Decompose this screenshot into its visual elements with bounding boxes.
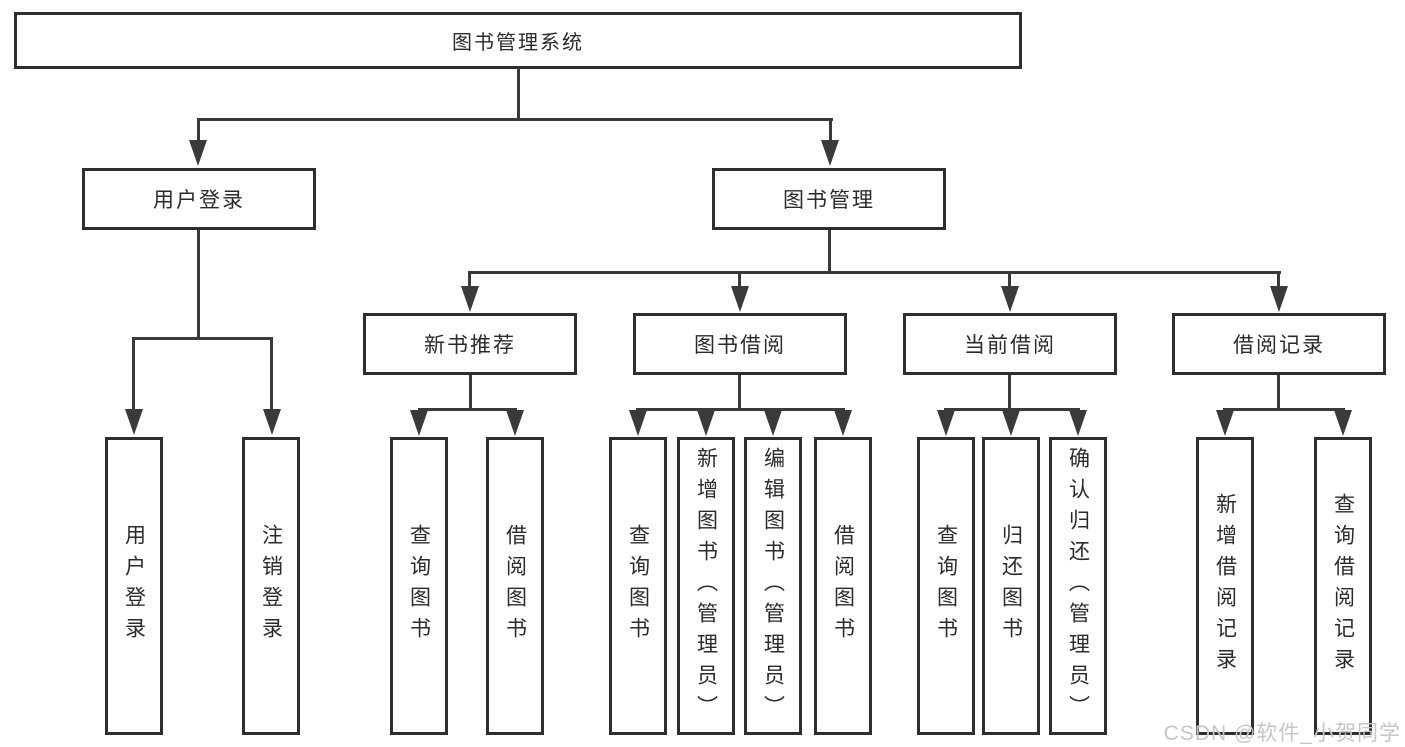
- arrow-down-icon: [410, 410, 428, 436]
- node-label: 确认归还（管理员）: [1066, 446, 1090, 726]
- connector-line: [469, 375, 472, 411]
- connector-line: [944, 408, 1080, 411]
- node-label: 新增借阅记录: [1213, 493, 1237, 679]
- node-leaf-add-books-admin: 新增图书（管理员）: [677, 437, 735, 735]
- node-label: 新增图书（管理员）: [694, 446, 718, 726]
- arrow-down-icon: [1002, 410, 1020, 436]
- node-leaf-query-books-2: 查询图书: [609, 437, 667, 735]
- node-borrowing-records: 借阅记录: [1172, 313, 1386, 375]
- node-leaf-edit-books-admin: 编辑图书（管理员）: [744, 437, 802, 735]
- node-label: 查询图书: [934, 524, 958, 648]
- arrow-down-icon: [125, 409, 143, 435]
- node-label: 归还图书: [999, 524, 1023, 648]
- node-label: 用户登录: [153, 189, 245, 212]
- connector-line: [1008, 273, 1011, 287]
- node-label: 借阅图书: [831, 524, 855, 648]
- node-label: 图书管理: [783, 189, 875, 212]
- node-label: 当前借阅: [964, 334, 1056, 357]
- node-leaf-borrow-books-2: 借阅图书: [814, 437, 872, 735]
- node-leaf-borrow-books-1: 借阅图书: [486, 437, 544, 735]
- watermark: CSDN @软件_小贺同学: [1163, 722, 1401, 745]
- arrow-down-icon: [1270, 286, 1288, 312]
- arrow-down-icon: [189, 140, 207, 166]
- node-leaf-user-login: 用户登录: [105, 437, 163, 735]
- arrow-down-icon: [461, 286, 479, 312]
- node-leaf-query-books-3: 查询图书: [917, 437, 975, 735]
- connector-line: [738, 375, 741, 411]
- connector-line: [132, 337, 273, 340]
- connector-line: [1008, 375, 1011, 411]
- node-label: 借阅记录: [1233, 334, 1325, 357]
- arrow-down-icon: [1001, 286, 1019, 312]
- arrow-down-icon: [821, 140, 839, 166]
- node-leaf-query-books-1: 查询图书: [390, 437, 448, 735]
- node-label: 新书推荐: [424, 334, 516, 357]
- arrow-down-icon: [1069, 410, 1087, 436]
- node-book-management: 图书管理: [712, 168, 946, 230]
- connector-line: [738, 273, 741, 287]
- node-label: 查询图书: [407, 524, 431, 648]
- arrow-down-icon: [834, 410, 852, 436]
- node-leaf-add-borrow-record: 新增借阅记录: [1196, 437, 1254, 735]
- connector-line: [829, 120, 832, 142]
- connector-line: [270, 339, 273, 410]
- connector-line: [468, 273, 471, 287]
- node-leaf-logout: 注销登录: [242, 437, 300, 735]
- node-label: 注销登录: [259, 524, 283, 648]
- arrow-down-icon: [697, 410, 715, 436]
- node-label: 查询图书: [626, 524, 650, 648]
- node-new-book-recommend: 新书推荐: [363, 313, 577, 375]
- node-book-borrowing: 图书借阅: [633, 313, 847, 375]
- node-label: 编辑图书（管理员）: [761, 446, 785, 726]
- arrow-down-icon: [263, 409, 281, 435]
- arrow-down-icon: [1216, 410, 1234, 436]
- connector-line: [197, 230, 200, 340]
- arrow-down-icon: [937, 410, 955, 436]
- connector-line: [132, 339, 135, 410]
- node-leaf-return-books: 归还图书: [982, 437, 1040, 735]
- connector-line: [517, 68, 520, 121]
- connector-line: [418, 408, 517, 411]
- connector-line: [636, 408, 845, 411]
- arrow-down-icon: [764, 410, 782, 436]
- node-user-login: 用户登录: [82, 168, 316, 230]
- node-current-borrowing: 当前借阅: [903, 313, 1117, 375]
- connector-line: [197, 118, 833, 121]
- node-library-management-system: 图书管理系统: [14, 12, 1022, 69]
- node-leaf-query-borrow-record: 查询借阅记录: [1314, 437, 1372, 735]
- connector-line: [468, 271, 1281, 274]
- arrow-down-icon: [731, 286, 749, 312]
- node-label: 查询借阅记录: [1331, 493, 1355, 679]
- node-label: 用户登录: [122, 524, 146, 648]
- node-label: 图书管理系统: [452, 32, 584, 54]
- arrow-down-icon: [1334, 410, 1352, 436]
- node-label: 图书借阅: [694, 334, 786, 357]
- connector-line: [1277, 273, 1280, 287]
- connector-line: [1277, 375, 1280, 411]
- arrow-down-icon: [506, 410, 524, 436]
- connector-line: [197, 120, 200, 142]
- arrow-down-icon: [629, 410, 647, 436]
- connector-line: [1223, 408, 1345, 411]
- node-leaf-confirm-return-admin: 确认归还（管理员）: [1049, 437, 1107, 735]
- connector-line: [828, 230, 831, 274]
- node-label: 借阅图书: [503, 524, 527, 648]
